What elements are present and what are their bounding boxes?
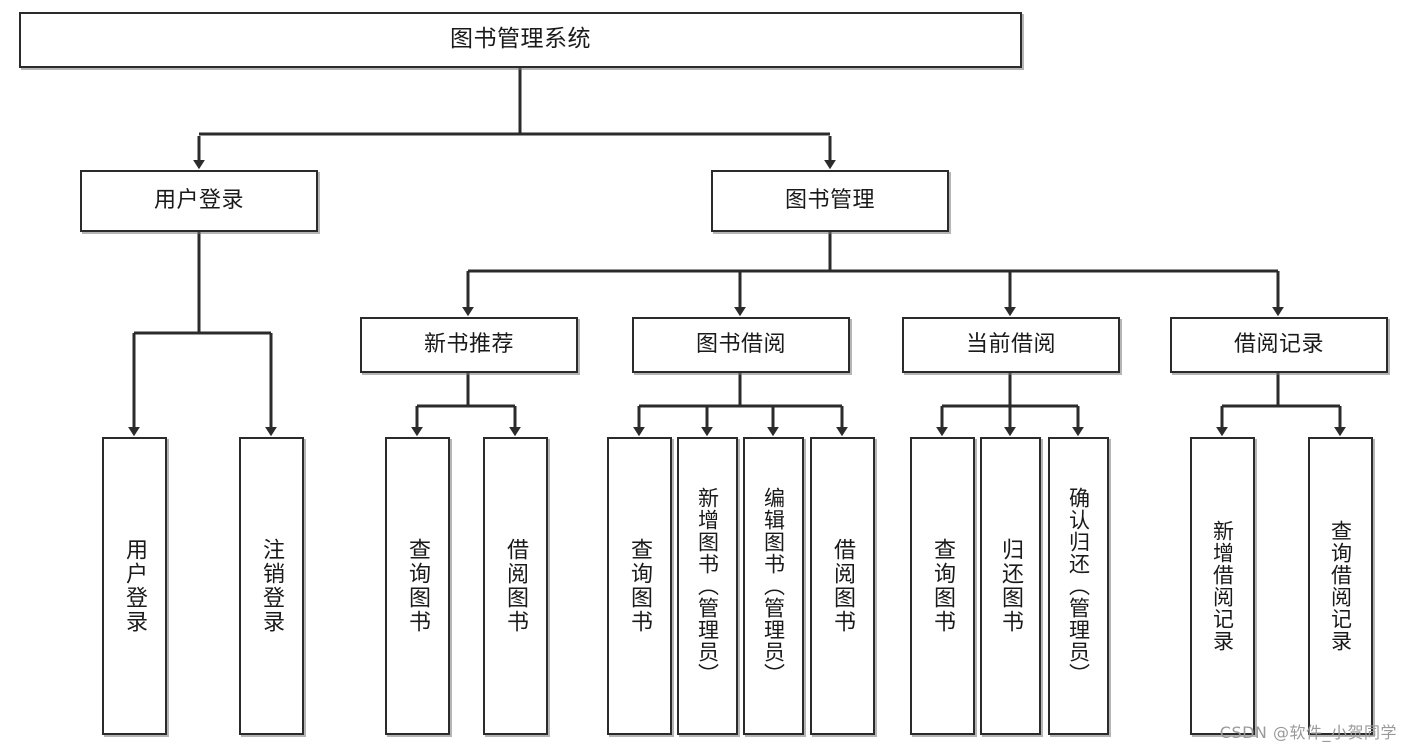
node-leaf-confirm-return-label: 确认归还（管理员） [1066, 487, 1091, 685]
node-leaf-user-logout[interactable]: 注销登录 [239, 437, 304, 735]
node-leaf-user-login-label: 用户登录 [122, 538, 148, 634]
node-leaf-add-book[interactable]: 新增图书（管理员） [677, 437, 738, 735]
node-leaf-query-book-3[interactable]: 查询图书 [910, 437, 975, 735]
node-leaf-return-book-label: 归还图书 [998, 538, 1024, 634]
node-root[interactable]: 图书管理系统 [19, 12, 1022, 68]
node-current-borrow-label: 当前借阅 [965, 332, 1056, 358]
node-current-borrow[interactable]: 当前借阅 [902, 317, 1120, 373]
node-book-management-label: 图书管理 [784, 188, 875, 214]
node-borrow-record[interactable]: 借阅记录 [1170, 317, 1388, 373]
node-borrow-record-label: 借阅记录 [1233, 332, 1324, 358]
node-leaf-query-record[interactable]: 查询借阅记录 [1308, 437, 1373, 735]
csdn-watermark: CSDN @软件_小贺同学 [1219, 723, 1397, 742]
node-leaf-query-record-label: 查询借阅记录 [1328, 520, 1353, 652]
node-book-management[interactable]: 图书管理 [711, 170, 949, 232]
node-root-label: 图书管理系统 [450, 26, 591, 53]
node-leaf-borrow-book-1[interactable]: 借阅图书 [483, 437, 548, 735]
node-leaf-query-book-2[interactable]: 查询图书 [607, 437, 672, 735]
node-leaf-edit-book[interactable]: 编辑图书（管理员） [743, 437, 804, 735]
node-leaf-add-record[interactable]: 新增借阅记录 [1190, 437, 1255, 735]
node-new-book-recommend[interactable]: 新书推荐 [360, 317, 578, 373]
node-leaf-add-record-label: 新增借阅记录 [1210, 520, 1235, 652]
node-leaf-edit-book-label: 编辑图书（管理员） [761, 487, 786, 685]
node-leaf-confirm-return[interactable]: 确认归还（管理员） [1048, 437, 1109, 735]
node-new-book-recommend-label: 新书推荐 [423, 332, 514, 358]
node-leaf-borrow-book-2-label: 借阅图书 [830, 538, 856, 634]
node-book-borrow[interactable]: 图书借阅 [632, 317, 850, 373]
node-leaf-query-book-1-label: 查询图书 [405, 538, 431, 634]
node-book-borrow-label: 图书借阅 [695, 332, 786, 358]
node-leaf-borrow-book-2[interactable]: 借阅图书 [810, 437, 875, 735]
node-leaf-borrow-book-1-label: 借阅图书 [503, 538, 529, 634]
node-leaf-add-book-label: 新增图书（管理员） [695, 487, 720, 685]
node-user-login-label: 用户登录 [153, 188, 244, 214]
node-leaf-user-logout-label: 注销登录 [259, 538, 285, 634]
node-leaf-return-book[interactable]: 归还图书 [980, 437, 1041, 735]
node-leaf-user-login[interactable]: 用户登录 [102, 437, 167, 735]
node-leaf-query-book-2-label: 查询图书 [627, 538, 653, 634]
node-leaf-query-book-1[interactable]: 查询图书 [385, 437, 450, 735]
node-leaf-query-book-3-label: 查询图书 [930, 538, 956, 634]
node-user-login[interactable]: 用户登录 [80, 170, 318, 232]
